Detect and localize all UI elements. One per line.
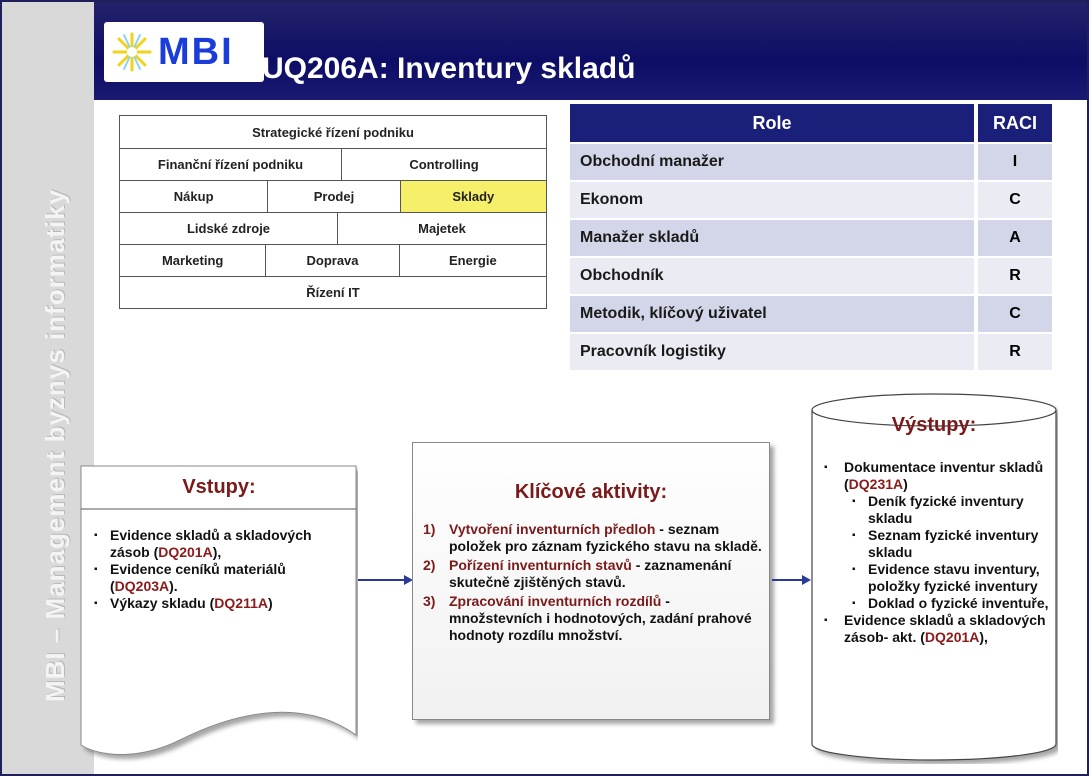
grid-cell: Nákup bbox=[173, 189, 214, 204]
item-text: Evidence ceníků materiálů ( bbox=[110, 561, 286, 594]
sub-list-item: Seznam fyzické inventury skladu bbox=[850, 527, 1050, 561]
grid-cell: Marketing bbox=[161, 253, 224, 268]
list-item: Dokumentace inventur skladů (DQ231A) Den… bbox=[824, 459, 1050, 612]
grid-cell: Prodej bbox=[267, 181, 399, 212]
page-title: UQ206A: Inventury skladů bbox=[262, 52, 636, 85]
item-code: DQ201A bbox=[158, 544, 213, 560]
raci-role: Obchodník bbox=[570, 258, 974, 294]
table-row: Obchodní manažer I bbox=[570, 144, 1052, 180]
grid-cell: Energie bbox=[398, 245, 546, 276]
item-tail: ). bbox=[169, 578, 178, 594]
arrow-right-icon bbox=[772, 575, 811, 585]
raci-role: Manažer skladů bbox=[570, 220, 974, 256]
raci-col-role: Role bbox=[570, 104, 974, 142]
grid-cell: Finanční řízení podniku bbox=[157, 157, 304, 172]
table-row: Pracovník logistiky R bbox=[570, 334, 1052, 370]
outputs-title: Výstupy: bbox=[891, 414, 977, 436]
grid-cell: Řízení IT bbox=[306, 285, 360, 300]
grid-row: Strategické řízení podniku bbox=[120, 116, 546, 148]
grid-row: Marketing Doprava Energie bbox=[120, 244, 546, 276]
outputs-list: Dokumentace inventur skladů (DQ231A) Den… bbox=[824, 459, 1050, 646]
outputs-sublist: Deník fyzické inventury skladu Seznam fy… bbox=[850, 493, 1050, 612]
list-item: 2) Pořízení inventurních stavů - zaznamen… bbox=[423, 557, 763, 591]
item-tail: ), bbox=[212, 544, 222, 560]
item-title: Pořízení inventurních stavů bbox=[449, 557, 632, 573]
sub-list-item: Evidence stavu inventury, položky fyzick… bbox=[850, 561, 1050, 595]
item-code: DQ201A bbox=[924, 629, 980, 645]
sub-list-item: Deník fyzické inventury skladu bbox=[850, 493, 1050, 527]
grid-row: Nákup Prodej Sklady bbox=[120, 180, 546, 212]
item-number: 1) bbox=[423, 521, 436, 537]
raci-role: Obchodní manažer bbox=[570, 144, 974, 180]
grid-cell: Controlling bbox=[340, 149, 546, 180]
item-title: Zpracování inventurních rozdílů bbox=[449, 593, 662, 609]
item-tail: ) bbox=[903, 476, 908, 492]
raci-value: A bbox=[978, 220, 1052, 256]
raci-role: Ekonom bbox=[570, 182, 974, 218]
list-item: Evidence skladů a skladových zásob (DQ20… bbox=[94, 527, 349, 561]
item-code: DQ203A bbox=[114, 578, 170, 594]
item-title: Vytvoření inventurních předloh bbox=[449, 521, 656, 537]
item-text: Evidence skladů a skladových zásob ( bbox=[110, 527, 312, 560]
logo: MBI bbox=[104, 22, 264, 82]
item-text: Výkazy skladu ( bbox=[110, 595, 215, 611]
side-label: MBI – Management byznys informatiky bbox=[40, 188, 70, 702]
raci-role: Pracovník logistiky bbox=[570, 334, 974, 370]
raci-value: R bbox=[978, 334, 1052, 370]
item-tail: ), bbox=[979, 629, 988, 645]
raci-col-raci: RACI bbox=[978, 104, 1052, 142]
list-item: Evidence ceníků materiálů (DQ203A). bbox=[94, 561, 349, 595]
document-shape bbox=[80, 465, 357, 755]
activities-box: Klíčové aktivity: 1) Vytvoření inventurní… bbox=[412, 442, 770, 720]
grid-cell: Doprava bbox=[265, 245, 398, 276]
table-row: Obchodník R bbox=[570, 258, 1052, 294]
item-text: Dokumentace inventur skladů ( bbox=[844, 459, 1044, 492]
grid-cell: Strategické řízení podniku bbox=[252, 124, 414, 140]
item-code: DQ211A bbox=[214, 595, 268, 611]
inputs-title: Vstupy: bbox=[182, 475, 256, 498]
item-text: Evidence skladů a skladových zásob- akt.… bbox=[844, 612, 1046, 645]
grid-cell-highlighted: Sklady bbox=[399, 181, 546, 212]
raci-table: Role RACI Obchodní manažer I Ekonom C Ma… bbox=[570, 104, 1052, 370]
side-band: MBI – Management byznys informatiky bbox=[2, 2, 94, 774]
grid-cell: Lidské zdroje bbox=[186, 221, 271, 236]
item-number: 3) bbox=[423, 593, 436, 609]
raci-value: C bbox=[978, 296, 1052, 332]
grid-row: Řízení IT bbox=[120, 276, 546, 308]
item-desc: - seznam položek pro záznam fyzického st… bbox=[449, 521, 762, 554]
outputs-box: Výstupy: Dokumentace inventur skladů (DQ… bbox=[810, 392, 1058, 764]
sun-icon bbox=[112, 32, 152, 72]
item-code: DQ231A bbox=[848, 476, 904, 492]
activities-list: 1) Vytvoření inventurních předloh - sezna… bbox=[423, 521, 763, 646]
raci-header: Role RACI bbox=[570, 104, 1052, 142]
table-row: Ekonom C bbox=[570, 182, 1052, 218]
arrow-right-icon bbox=[358, 575, 413, 585]
list-item: 1) Vytvoření inventurních předloh - sezna… bbox=[423, 521, 763, 555]
table-row: Manažer skladů A bbox=[570, 220, 1052, 256]
activities-title: Klíčové aktivity: bbox=[514, 481, 668, 503]
list-item: Evidence skladů a skladových zásob- akt.… bbox=[824, 612, 1050, 646]
raci-value: R bbox=[978, 258, 1052, 294]
logo-text: MBI bbox=[158, 30, 234, 73]
table-row: Metodik, klíčový uživatel C bbox=[570, 296, 1052, 332]
raci-role: Metodik, klíčový uživatel bbox=[570, 296, 974, 332]
domain-grid: Strategické řízení podniku Finanční říze… bbox=[119, 115, 547, 309]
raci-value: I bbox=[978, 144, 1052, 180]
list-item: 3) Zpracování inventurních rozdílů - množ… bbox=[423, 593, 763, 644]
item-tail: ) bbox=[267, 595, 273, 611]
inputs-list: Evidence skladů a skladových zásob (DQ20… bbox=[94, 527, 349, 612]
raci-value: C bbox=[978, 182, 1052, 218]
grid-cell: Majetek bbox=[336, 213, 546, 244]
item-number: 2) bbox=[423, 557, 436, 573]
header: MBI UQ206A: Inventury skladů bbox=[94, 2, 1087, 100]
inputs-box: Vstupy: Evidence skladů a skladových zás… bbox=[80, 465, 358, 770]
item-desc: - zaznamenání skutečně zjištěných stavů. bbox=[449, 557, 732, 590]
sub-list-item: Doklad o fyzické inventuře, bbox=[850, 595, 1050, 612]
list-item: Výkazy skladu (DQ211A) bbox=[94, 595, 349, 612]
item-desc: - množstevních i hodnotových, zadání pra… bbox=[449, 593, 752, 643]
grid-row: Lidské zdroje Majetek bbox=[120, 212, 546, 244]
grid-row: Finanční řízení podniku Controlling bbox=[120, 148, 546, 180]
